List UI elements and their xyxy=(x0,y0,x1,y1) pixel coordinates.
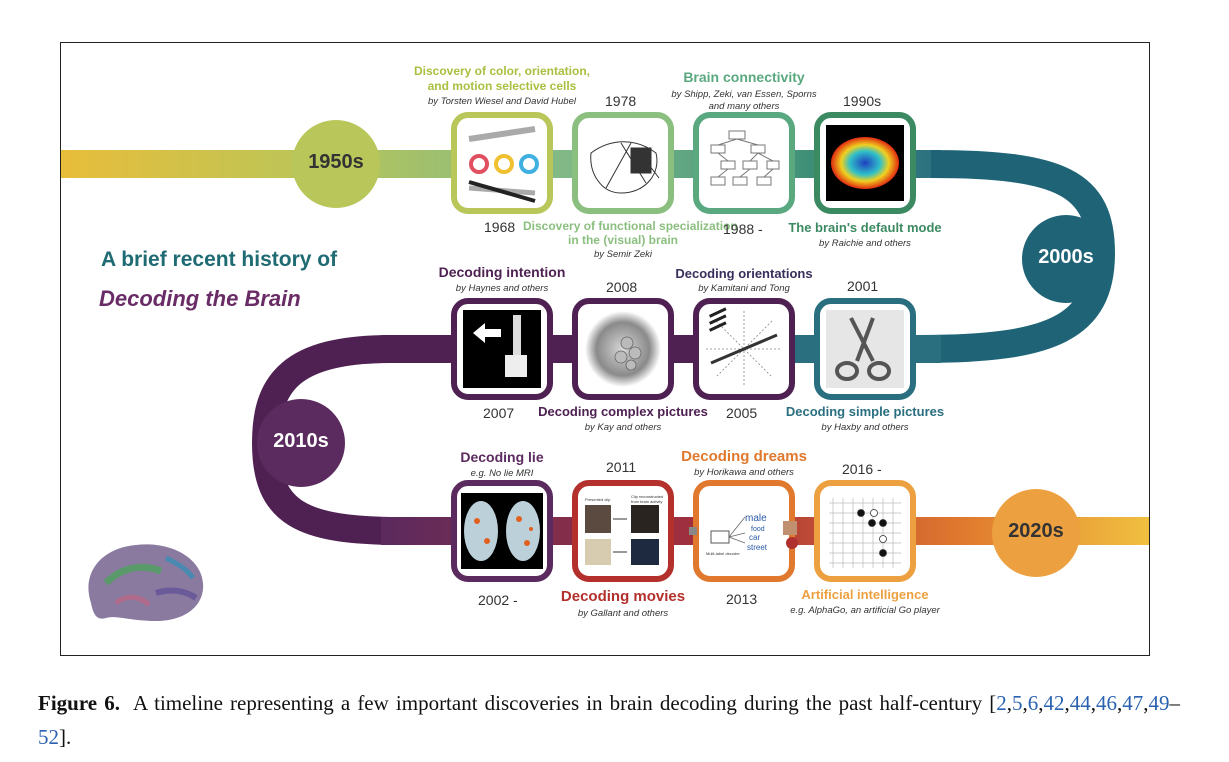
orientations-year: 2005 xyxy=(726,405,758,421)
dream-word-3: street xyxy=(747,543,768,552)
timeline-graphic: Presented clip Clip reconstructed from b… xyxy=(61,112,1149,621)
go-board-image xyxy=(829,498,901,568)
simple-byline: by Haxby and others xyxy=(821,422,909,433)
cells-image xyxy=(468,126,539,203)
cells-year: 1968 xyxy=(484,219,516,235)
complex-heading: Decoding complex pictures xyxy=(538,404,708,419)
movies-byline: by Gallant and others xyxy=(577,608,669,619)
ai-year: 2016 - xyxy=(842,461,882,477)
cells-heading: Discovery of color, orientation, xyxy=(413,64,591,78)
decade-circle-2000s xyxy=(1022,215,1110,303)
intention-heading: Decoding intention xyxy=(438,264,566,280)
default-mode-year: 1990s xyxy=(843,93,882,109)
connectivity-year: 1988 - xyxy=(723,221,763,237)
dream-word-2: car xyxy=(749,533,760,542)
caption-ref-2[interactable]: 2 xyxy=(996,691,1007,715)
caption-label: Figure 6. xyxy=(38,691,120,715)
cells-heading-2: and motion selective cells xyxy=(427,79,577,93)
brain-logo-image xyxy=(88,544,204,621)
decade-circle-2020s xyxy=(992,489,1080,577)
tile-ai xyxy=(814,480,916,582)
movies-panel-label1: Presented clip xyxy=(585,497,611,502)
caption-ref-49[interactable]: 49 xyxy=(1148,691,1170,715)
intention-year: 2007 xyxy=(483,405,515,421)
decade-2010s: 2010s xyxy=(273,430,329,452)
intention-byline: by Haynes and others xyxy=(455,283,549,294)
complex-byline: by Kay and others xyxy=(584,422,662,433)
dreams-image: Multi-label decoder male food car street xyxy=(689,513,798,556)
ai-heading: Artificial intelligence xyxy=(801,587,929,602)
movies-panel-label3: from brain activity xyxy=(631,499,662,504)
movies-panel-label2: Clip reconstructed xyxy=(631,494,663,499)
ai-byline: e.g. AlphaGo, an artificial Go player xyxy=(790,605,940,616)
scissors-image xyxy=(835,317,891,381)
default-mode-brain-image xyxy=(831,137,899,189)
simple-year: 2001 xyxy=(847,278,879,294)
lie-year: 2002 - xyxy=(478,592,518,608)
dreams-decoder-label: Multi-label decoder xyxy=(706,551,740,556)
caption-end: ]. xyxy=(59,725,72,749)
default-mode-byline: by Raichie and others xyxy=(819,238,911,249)
dreams-heading: Decoding dreams xyxy=(681,448,807,465)
zeki-year: 1978 xyxy=(605,93,637,109)
complex-picture-image xyxy=(585,311,661,387)
dream-word-1: food xyxy=(751,526,765,533)
simple-heading: Decoding simple pictures xyxy=(785,404,945,419)
zeki-heading-2: in the (visual) brain xyxy=(567,233,678,247)
caption-text: A timeline representing a few important … xyxy=(133,691,997,715)
caption-ref-46[interactable]: 46 xyxy=(1096,691,1118,715)
zeki-heading: Discovery of functional specialization xyxy=(523,219,738,233)
connectivity-image xyxy=(710,130,780,186)
movies-image xyxy=(585,505,659,565)
connectivity-heading: Brain connectivity xyxy=(683,69,805,85)
orientations-byline: by Kamitani and Tong xyxy=(698,283,790,294)
caption-ref-5[interactable]: 5 xyxy=(1012,691,1023,715)
complex-year: 2008 xyxy=(606,279,638,295)
lie-byline: e.g. No lie MRI xyxy=(470,468,534,479)
dreams-year: 2013 xyxy=(726,591,758,607)
caption-ref-6[interactable]: 6 xyxy=(1027,691,1039,715)
decade-2020s: 2020s xyxy=(1008,520,1064,542)
default-mode-heading: The brain's default mode xyxy=(788,220,942,235)
cells-byline: by Torsten Wiesel and David Hubel xyxy=(428,96,576,107)
decade-2000s: 2000s xyxy=(1038,246,1094,268)
decade-circle-2010s xyxy=(257,399,345,487)
figure-title-line1: A brief recent history of xyxy=(101,248,338,271)
tile-dreams xyxy=(693,480,795,582)
caption-ref-44[interactable]: 44 xyxy=(1069,691,1091,715)
decade-circle-1950s xyxy=(292,120,380,208)
movies-year: 2011 xyxy=(606,459,637,475)
lie-brain-right xyxy=(506,501,540,561)
zeki-byline: by Semir Zeki xyxy=(593,249,653,260)
caption-ref-52[interactable]: 52 xyxy=(38,725,59,749)
orientations-heading: Decoding orientations xyxy=(675,266,813,281)
orientations-image xyxy=(706,307,782,387)
connectivity-byline: by Shipp, Zeki, van Essen, Sporns xyxy=(671,89,817,100)
figure-frame: Presented clip Clip reconstructed from b… xyxy=(60,42,1150,656)
movies-heading: Decoding movies xyxy=(560,588,686,605)
tile-zeki xyxy=(572,112,674,214)
figure-caption: Figure 6. A timeline representing a few … xyxy=(38,691,1181,749)
lie-heading: Decoding lie xyxy=(460,449,544,465)
connectivity-byline-2: and many others xyxy=(708,101,780,112)
dreams-byline: by Horikawa and others xyxy=(694,467,794,478)
zeki-image xyxy=(590,141,660,194)
dream-word-0: male xyxy=(745,513,767,524)
caption-ref-47[interactable]: 47 xyxy=(1122,691,1144,715)
caption-ref-42[interactable]: 42 xyxy=(1043,691,1065,715)
decade-1950s: 1950s xyxy=(308,151,364,173)
figure-title-line2: Decoding the Brain xyxy=(99,286,301,311)
lie-brain-left xyxy=(464,501,498,561)
intention-image xyxy=(473,315,527,377)
tile-connectivity xyxy=(693,112,795,214)
